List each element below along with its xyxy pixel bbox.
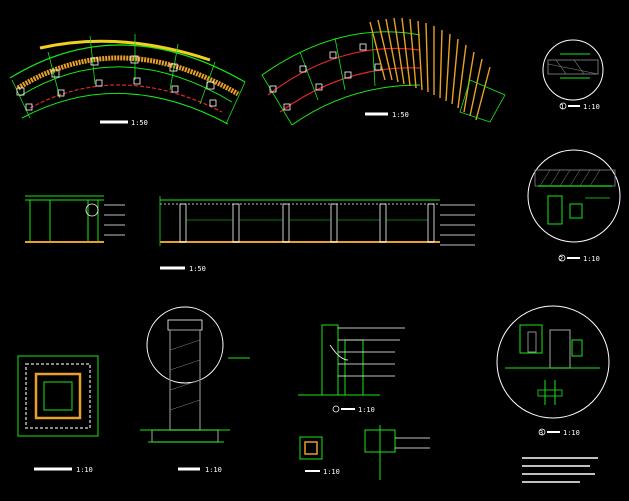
detail-mark-3: 3 — [539, 429, 543, 437]
notes-block — [522, 457, 598, 483]
detail-mark-1: 1 — [560, 103, 564, 111]
column-section: 1:10 — [140, 306, 250, 474]
scale-label-column: 1:10 — [205, 466, 222, 474]
plan-view-right: 1:50 — [261, 17, 506, 126]
plan-view-left: 1:50 — [9, 34, 246, 127]
scale-label-detail-2: 1:10 — [583, 255, 600, 263]
elevation-view: 1:50 — [25, 195, 475, 273]
small-block-detail: 1:10 — [299, 436, 340, 476]
scale-label-small-block: 1:10 — [323, 468, 340, 476]
scale-label-detail-1: 1:10 — [583, 103, 600, 111]
scale-label-elevation: 1:50 — [189, 265, 206, 273]
scale-label-beam-joint: 1:10 — [358, 406, 375, 414]
detail-mark-2: 2 — [559, 255, 563, 263]
scale-label-plan-right: 1:50 — [392, 111, 409, 119]
scale-label-node: 1:10 — [563, 429, 580, 437]
rafter-connection-detail — [364, 425, 430, 480]
footing-plan: 1:10 — [17, 355, 99, 474]
detail-circle-right: 2 1:10 — [527, 149, 621, 263]
detail-circle-node: 3 1:10 — [496, 305, 610, 437]
scale-label-footing: 1:10 — [76, 466, 93, 474]
scale-label-plan-left: 1:50 — [131, 119, 148, 127]
detail-circle-top-right: 1 1:10 — [542, 39, 604, 111]
beam-joint-detail: 1:10 — [298, 324, 405, 414]
